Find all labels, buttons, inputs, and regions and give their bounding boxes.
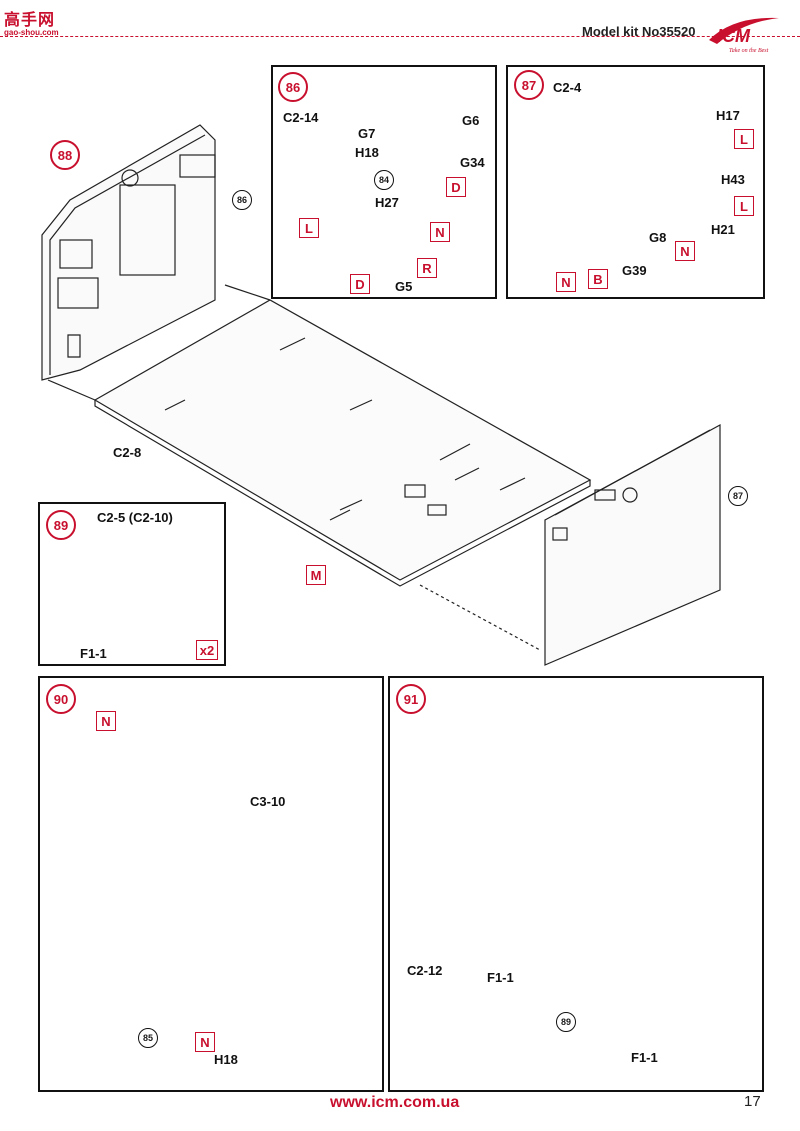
part-m-box: M (306, 565, 326, 585)
part-c2-12: C2-12 (407, 963, 443, 978)
part-h43: H43 (721, 172, 745, 187)
quantity-x2-box: x2 (196, 640, 218, 660)
step-90-panel (38, 676, 384, 1092)
part-c2-5: C2-5 (C2-10) (97, 510, 173, 525)
part-r-box: R (417, 258, 437, 278)
brand-name: ICM (717, 26, 751, 46)
step-91-panel (388, 676, 764, 1092)
part-g5: G5 (395, 279, 413, 294)
model-kit-number: Model kit No35520 (582, 24, 696, 39)
part-h18: H18 (214, 1052, 238, 1067)
part-n-box: N (675, 241, 695, 261)
part-l-box: L (299, 218, 319, 238)
part-g7: G7 (358, 126, 376, 141)
part-n-box: N (430, 222, 450, 242)
part-h21: H21 (711, 222, 735, 237)
part-d-box-2: D (350, 274, 370, 294)
watermark-logo: 高手网 (4, 12, 56, 29)
step-88-badge: 88 (50, 140, 80, 170)
part-g39: G39 (622, 263, 647, 278)
part-f1-1: F1-1 (487, 970, 514, 985)
header-divider (0, 36, 800, 37)
ref-85-badge: 85 (138, 1028, 158, 1048)
part-g34: G34 (460, 155, 485, 170)
brand-tagline: Take on the Best (729, 48, 769, 54)
page-number: 17 (744, 1093, 761, 1110)
step-89-badge: 89 (46, 510, 76, 540)
step-90-badge: 90 (46, 684, 76, 714)
step-87-badge: 87 (514, 70, 544, 100)
part-h18: H18 (355, 145, 379, 160)
ref-86-badge: 86 (232, 190, 252, 210)
part-c2-4: C2-4 (553, 80, 582, 95)
watermark-sub: gao-shou.com (4, 28, 59, 37)
part-d-box: D (446, 177, 466, 197)
part-g6: G6 (462, 113, 480, 128)
part-g8: G8 (649, 230, 667, 245)
part-n-box-2: N (556, 272, 576, 292)
part-n-box: N (96, 711, 116, 731)
part-h27: H27 (375, 195, 399, 210)
part-f1-1: F1-1 (80, 646, 107, 661)
icm-logo: ICM Take on the Best (703, 14, 783, 54)
part-c2-14: C2-14 (283, 110, 319, 125)
part-f1-1-b: F1-1 (631, 1050, 658, 1065)
step-91-badge: 91 (396, 684, 426, 714)
step-86-badge: 86 (278, 72, 308, 102)
part-l-box-2: L (734, 196, 754, 216)
ref-84-badge: 84 (374, 170, 394, 190)
ref-87-badge: 87 (728, 486, 748, 506)
footer-website[interactable]: www.icm.com.ua (330, 1094, 460, 1111)
part-c2-8: C2-8 (113, 445, 142, 460)
part-c3-10: C3-10 (250, 794, 286, 809)
part-h17: H17 (716, 108, 740, 123)
step-87-panel (506, 65, 765, 299)
ref-89-badge: 89 (556, 1012, 576, 1032)
part-b-box: B (588, 269, 608, 289)
part-n-box-2: N (195, 1032, 215, 1052)
part-l-box: L (734, 129, 754, 149)
